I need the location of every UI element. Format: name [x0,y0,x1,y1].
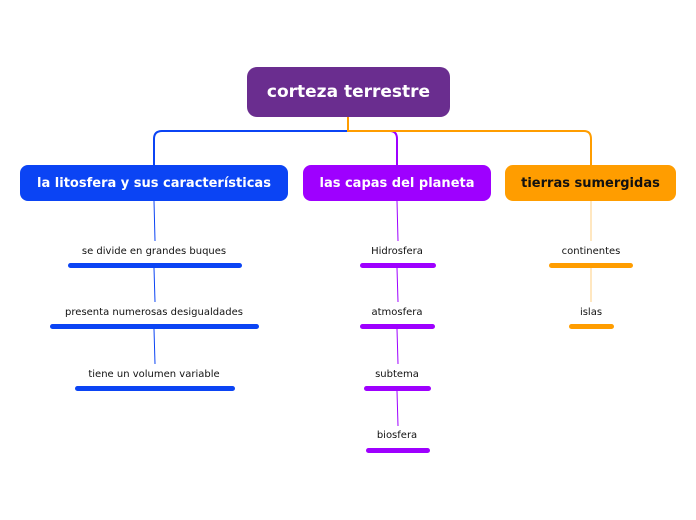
subtopic-underline [68,263,242,268]
subtopic-underline [360,263,436,268]
connector-b2-3 [396,328,399,365]
subtopic-label[interactable]: continentes [561,246,621,257]
subtopic-label[interactable]: islas [579,307,603,318]
connector-b2-4 [396,390,399,427]
subtopic-label[interactable]: biosfera [376,430,418,441]
subtopic-underline [364,386,431,391]
subtopic-underline [569,324,614,329]
root-topic-label: corteza terrestre [266,82,431,102]
subtopic-label[interactable]: tiene un volumen variable [88,369,220,380]
branch-capas[interactable]: las capas del planeta [303,165,491,201]
branch-tierras[interactable]: tierras sumergidas [505,165,676,201]
connector-b2-2 [396,267,399,303]
subtopic-label[interactable]: Hidrosfera [371,246,423,257]
branch-tierras-label: tierras sumergidas [521,175,660,191]
connector-b1-3 [153,328,156,365]
subtopic-underline [75,386,235,391]
connector-b1-1 [153,200,156,242]
subtopic-label[interactable]: se divide en grandes buques [81,246,227,257]
connector-b2-1 [396,200,399,242]
branch-litosfera[interactable]: la litosfera y sus características [20,165,288,201]
connector-root-to-branch-2 [348,130,398,165]
subtopic-underline [360,324,435,329]
branch-litosfera-label: la litosfera y sus características [37,175,271,191]
subtopic-underline [549,263,633,268]
subtopic-underline [366,448,430,453]
subtopic-label[interactable]: presenta numerosas desigualdades [65,307,243,318]
connector-b1-2 [153,267,156,303]
subtopic-underline [50,324,259,329]
subtopic-label[interactable]: subtema [375,369,419,380]
subtopic-label[interactable]: atmosfera [371,307,423,318]
root-topic[interactable]: corteza terrestre [247,67,450,117]
connector-root-to-branch-1 [153,117,349,165]
branch-capas-label: las capas del planeta [319,175,475,191]
connector-root-to-branch-3 [347,117,592,165]
